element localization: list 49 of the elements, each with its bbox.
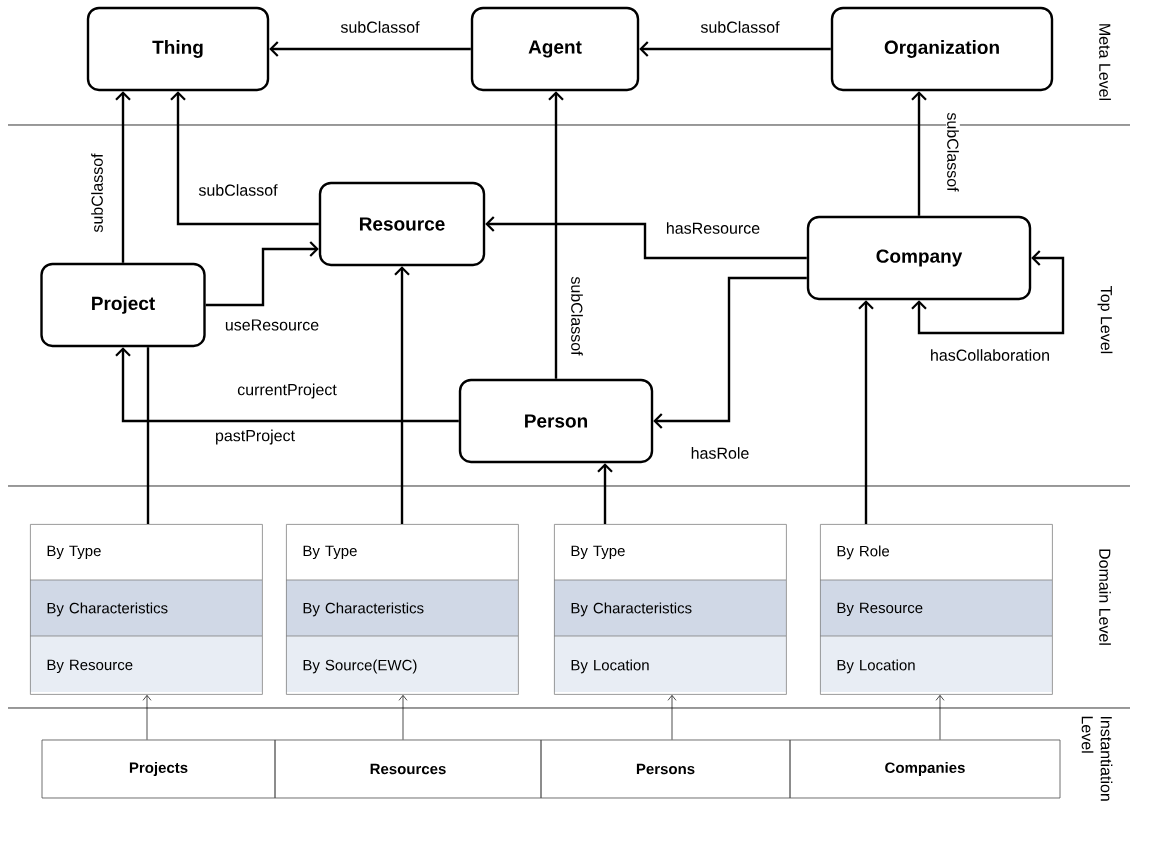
edge-label: subClassof: [339, 20, 421, 34]
level-label: Meta Level: [1099, 24, 1111, 101]
arrow: [398, 695, 408, 740]
arrow: [858, 300, 874, 524]
arrow: [653, 276, 807, 429]
edge-label: subClassof: [197, 183, 279, 197]
arrow: [548, 91, 564, 379]
arrow: [911, 250, 1065, 335]
edge-label: hasResource: [664, 221, 762, 235]
category-table: By Type By Characteristics By Source(EWC): [285, 524, 519, 695]
instance-cell: Projects: [41, 739, 276, 799]
arrow: [205, 241, 319, 307]
arrow: [142, 695, 152, 740]
edge-label: subClassof: [946, 111, 960, 193]
class-box: Thing: [86, 6, 270, 92]
arrow: [935, 695, 945, 740]
arrow: [170, 91, 319, 226]
category-table: By Role By Resource By Location: [819, 524, 1053, 695]
instance-cell: Resources: [274, 739, 542, 799]
class-box: Project: [40, 262, 206, 348]
class-box: Agent: [470, 6, 640, 92]
class-box: Resource: [318, 181, 486, 267]
class-box: Organization: [830, 6, 1054, 92]
edge-label: subClassof: [699, 20, 781, 34]
level-label: Domain Level: [1099, 549, 1111, 645]
arrow: [485, 216, 807, 260]
line-label: pastProject: [214, 428, 297, 446]
edge-label: subClassof: [570, 275, 584, 357]
edge-label: subClassof: [90, 152, 104, 234]
class-box: Company: [806, 215, 1032, 301]
level-label: Instantiation Level: [1081, 716, 1113, 801]
arrow: [911, 91, 927, 216]
edge-label: hasRole: [689, 446, 751, 460]
arrow: [115, 91, 131, 263]
instance-cell: Companies: [789, 739, 1061, 799]
edge-label: useResource: [223, 318, 321, 332]
arrow: [115, 347, 459, 423]
category-table: By Type By Characteristics By Resource: [29, 524, 263, 695]
arrow: [597, 463, 613, 524]
arrow: [667, 695, 677, 740]
category-table: By Type By Characteristics By Location: [553, 524, 787, 695]
edge-label: currentProject: [236, 382, 338, 400]
class-box: Person: [458, 378, 654, 464]
level-label: Top Level: [1097, 286, 1113, 354]
instance-cell: Persons: [540, 739, 791, 799]
arrow: [639, 41, 831, 57]
arrow: [394, 266, 410, 524]
arrow: [269, 41, 471, 57]
edge-label: hasCollaboration: [928, 348, 1052, 362]
